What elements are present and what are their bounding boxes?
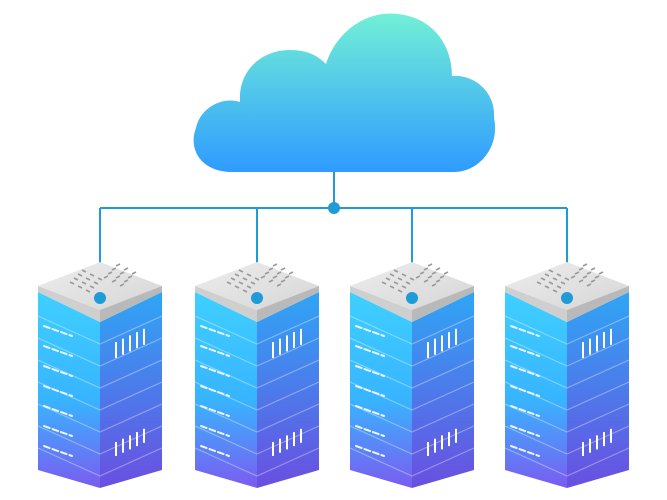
- server-rack-icon: [194, 262, 320, 488]
- server-pin-dot: [561, 292, 573, 304]
- server-pin-dot: [406, 292, 418, 304]
- server-rack-icon: [504, 262, 630, 488]
- server-rack-icon: [349, 262, 475, 488]
- cloud-icon: [193, 13, 496, 172]
- server-pin-dot: [94, 292, 106, 304]
- hub-node-dot: [328, 202, 340, 214]
- server-pin-dot: [251, 292, 263, 304]
- server-rack-icon: [37, 262, 163, 488]
- connector-lines: [99, 172, 568, 298]
